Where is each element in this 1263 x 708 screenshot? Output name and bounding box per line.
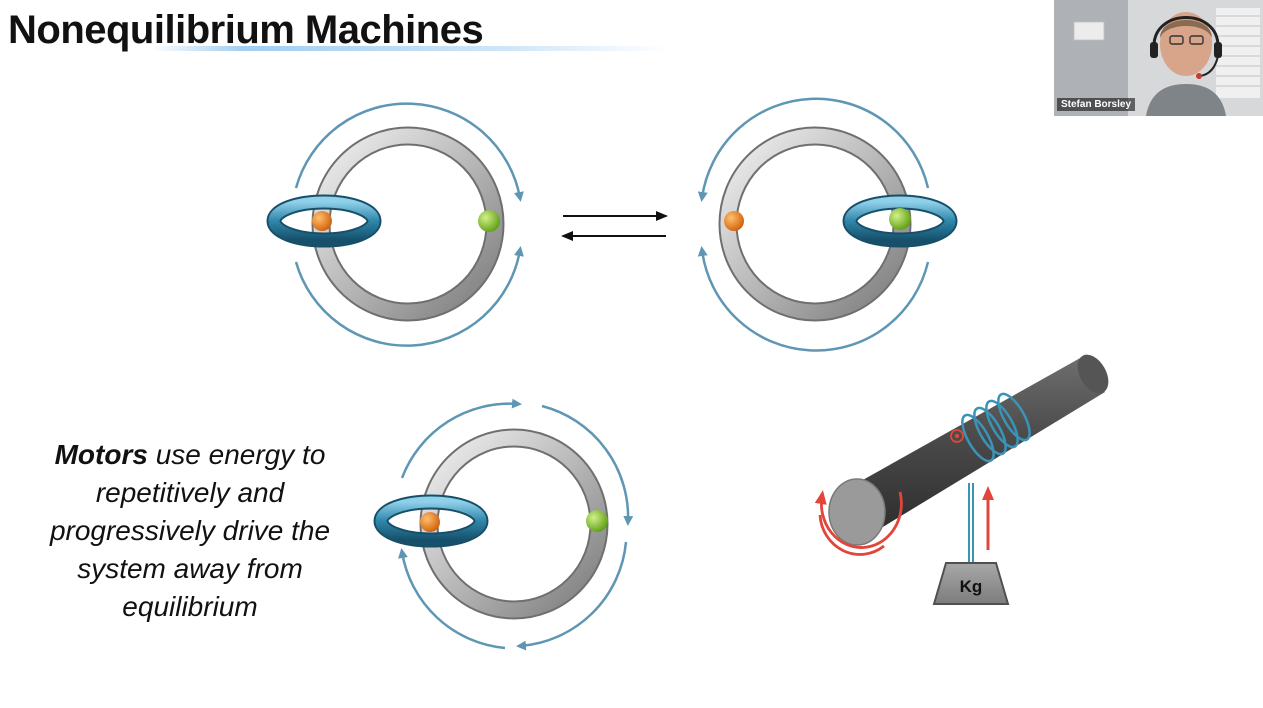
rope-coil (985, 399, 1019, 449)
macrocycle (844, 196, 956, 246)
rope-coil (997, 392, 1031, 442)
orange-station (312, 211, 332, 231)
green-station (586, 510, 608, 532)
axle-far-end (1077, 354, 1109, 394)
participant-video-tile[interactable]: Stefan Borsley (1054, 0, 1263, 116)
orange-station (724, 211, 744, 231)
axle-winch-illustration: Kg (814, 354, 1109, 605)
green-station (889, 208, 911, 230)
green-station (478, 210, 500, 232)
video-feed (1054, 0, 1263, 116)
ring-system-top-left (266, 102, 524, 347)
ring-system-top-right (697, 97, 958, 352)
rope-coil (961, 413, 995, 463)
rotation-arrow-top (294, 102, 524, 202)
ring-system-motor (373, 398, 634, 651)
rotation-axis-marker (950, 429, 964, 443)
track-ring (720, 128, 910, 320)
rotation-arrow-4 (398, 548, 506, 650)
caption-text: use energy to repetitively and progressi… (49, 439, 331, 622)
slide-title: Nonequilibrium Machines (8, 8, 484, 52)
rotation-axis-dot (954, 433, 960, 439)
rotation-arrow-bottom (697, 246, 930, 352)
weight-block (932, 562, 1010, 605)
macrocycle (268, 196, 380, 246)
macrocycle (375, 496, 487, 546)
caption-emphasis: Motors (54, 439, 148, 470)
slide-caption: Motors use energy to repetitively and pr… (30, 436, 350, 626)
rotation-arrow-top (697, 97, 930, 202)
title-underline (150, 46, 670, 51)
track-ring (421, 430, 607, 618)
rotation-arrow-upper (814, 490, 903, 549)
rotation-arrow-3 (516, 541, 628, 651)
rotation-arrow-2 (541, 404, 634, 526)
weight-label: Kg (960, 577, 983, 596)
axle-cylinder (845, 357, 1105, 536)
axle-near-end (828, 478, 886, 546)
track-ring (313, 128, 503, 320)
rotation-arrow-bottom (294, 246, 524, 347)
orange-station (420, 512, 440, 532)
participant-name: Stefan Borsley (1057, 98, 1136, 111)
equilibrium-arrows (561, 211, 668, 241)
rotation-arrow-1 (400, 398, 522, 479)
rope-coil (973, 406, 1007, 456)
rotation-arrow-lower (818, 514, 885, 556)
